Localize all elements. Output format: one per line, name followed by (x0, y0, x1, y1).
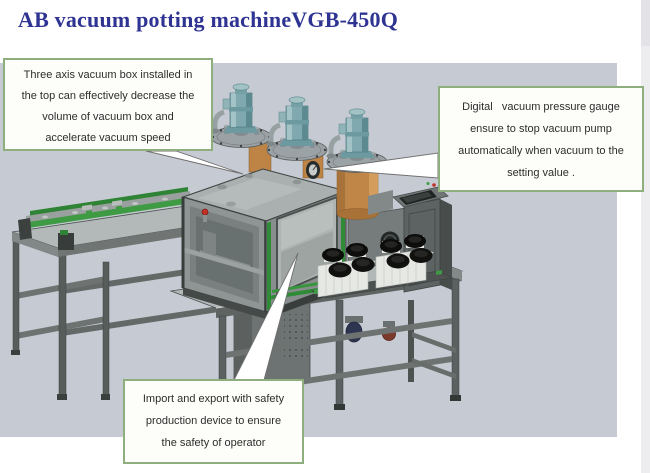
callout-text-line: Digital vacuum pressure gauge (462, 101, 620, 113)
conveyor-table (11, 187, 233, 400)
callout-text-line: automatically when vacuum to the (458, 145, 624, 157)
conveyor-assembly (18, 187, 190, 250)
console-green-button (426, 182, 430, 185)
callout-text-line: setting value . (507, 167, 575, 179)
emergency-valve (201, 208, 209, 216)
callout-text-line: volume of vacuum box and (42, 111, 174, 123)
machine-illustration (0, 63, 617, 437)
callout-text-line: the safety of operator (161, 437, 266, 449)
pointer-three-axis (145, 150, 244, 175)
callout-three-axis-vacuum-box: Three axis vacuum box installed in the t… (3, 58, 213, 151)
callout-text-line: the top can effectively decrease the (21, 90, 195, 102)
bucket-cluster-1 (317, 242, 377, 298)
callout-text-line: Three axis vacuum box installed in (23, 69, 193, 81)
callout-text-line: accelerate vacuum speed (45, 132, 171, 144)
callout-text-line: ensure to stop vacuum pump (470, 123, 612, 135)
callout-text-line: production device to ensure (145, 415, 282, 427)
bucket-cluster-2 (375, 233, 435, 289)
page-title: AB vacuum potting machineVGB-450Q (18, 7, 399, 32)
page-edge-strip (641, 0, 650, 473)
callout-safety-device: Import and export with safety production… (123, 379, 304, 464)
console-red-button (432, 183, 436, 187)
callout-text-line: Import and export with safety (142, 393, 285, 405)
vacuum-gauge (306, 161, 320, 179)
page-edge-strip-top (641, 0, 650, 46)
potting-buckets (311, 233, 453, 299)
callout-digital-vacuum-gauge: Digital vacuum pressure gauge ensure to … (438, 86, 644, 192)
